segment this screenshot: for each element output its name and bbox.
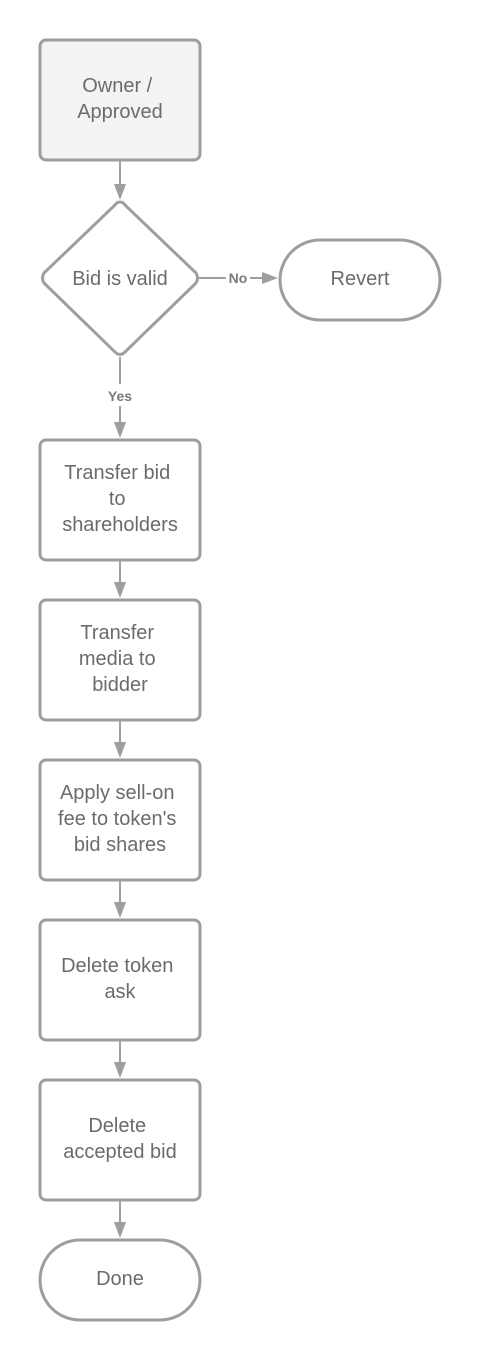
transfer-bid-line-2: to — [109, 488, 126, 510]
process-transfer-bid-label: Transfer bid to shareholders — [62, 462, 178, 536]
delete-bid-line-1: Delete — [88, 1115, 146, 1137]
arrowhead-icon — [114, 184, 126, 200]
transfer-media-line-3: bidder — [92, 674, 148, 696]
edge-label-yes: Yes — [108, 388, 132, 404]
process-delete-accepted-bid: Delete accepted bid — [38, 1078, 202, 1202]
node-owner-line-1: Owner / — [82, 75, 152, 97]
sell-on-line-1: Apply sell-on — [60, 782, 175, 804]
delete-ask-line-1: Delete token — [61, 955, 173, 977]
node-owner-approved: Owner / Approved — [38, 38, 202, 162]
edge-delete-ask-to-delete-bid — [114, 1040, 126, 1078]
process-transfer-media-label: Transfer media to bidder — [79, 622, 161, 696]
node-owner-line-2: Approved — [77, 101, 163, 123]
process-transfer-bid: Transfer bid to shareholders — [38, 438, 202, 562]
edge-valid-to-revert: No — [199, 270, 278, 286]
terminator-done-label: Done — [96, 1268, 144, 1290]
process-delete-token-ask-label: Delete token ask — [61, 955, 179, 1003]
delete-bid-line-2: accepted bid — [63, 1141, 176, 1163]
arrowhead-icon — [114, 582, 126, 598]
terminator-done: Done — [38, 1238, 202, 1322]
transfer-bid-line-3: shareholders — [62, 514, 178, 536]
arrowhead-icon — [114, 1062, 126, 1078]
arrowhead-icon — [114, 742, 126, 758]
edge-valid-to-transfer-bid: Yes — [108, 357, 132, 438]
transfer-media-line-2: media to — [79, 648, 156, 670]
decision-bid-is-valid-label: Bid is valid — [72, 268, 168, 290]
decision-bid-is-valid: Bid is valid — [41, 200, 199, 356]
terminator-revert-label: Revert — [331, 268, 390, 290]
edge-owner-to-valid — [114, 160, 126, 200]
edge-transfer-media-to-sell-on — [114, 720, 126, 758]
arrowhead-icon — [262, 272, 278, 284]
process-apply-sell-on-fee-label: Apply sell-on fee to token's bid shares — [58, 782, 182, 856]
transfer-media-line-1: Transfer — [80, 622, 154, 644]
node-owner-approved-label: Owner / Approved — [77, 75, 163, 123]
process-transfer-media: Transfer media to bidder — [38, 598, 202, 722]
process-apply-sell-on-fee: Apply sell-on fee to token's bid shares — [38, 758, 202, 882]
arrowhead-icon — [114, 1222, 126, 1238]
arrowhead-icon — [114, 902, 126, 918]
edge-transfer-bid-to-transfer-media — [114, 560, 126, 598]
edge-delete-bid-to-done — [114, 1200, 126, 1238]
sell-on-line-2: fee to token's — [58, 808, 176, 830]
edge-sell-on-to-delete-ask — [114, 880, 126, 918]
arrowhead-icon — [114, 422, 126, 438]
process-delete-token-ask: Delete token ask — [38, 918, 202, 1042]
delete-ask-line-2: ask — [104, 981, 136, 1003]
edge-label-no: No — [229, 270, 248, 286]
terminator-revert: Revert — [278, 238, 442, 322]
transfer-bid-line-1: Transfer bid — [64, 462, 170, 484]
process-delete-accepted-bid-label: Delete accepted bid — [63, 1115, 176, 1163]
sell-on-line-3: bid shares — [74, 834, 166, 856]
